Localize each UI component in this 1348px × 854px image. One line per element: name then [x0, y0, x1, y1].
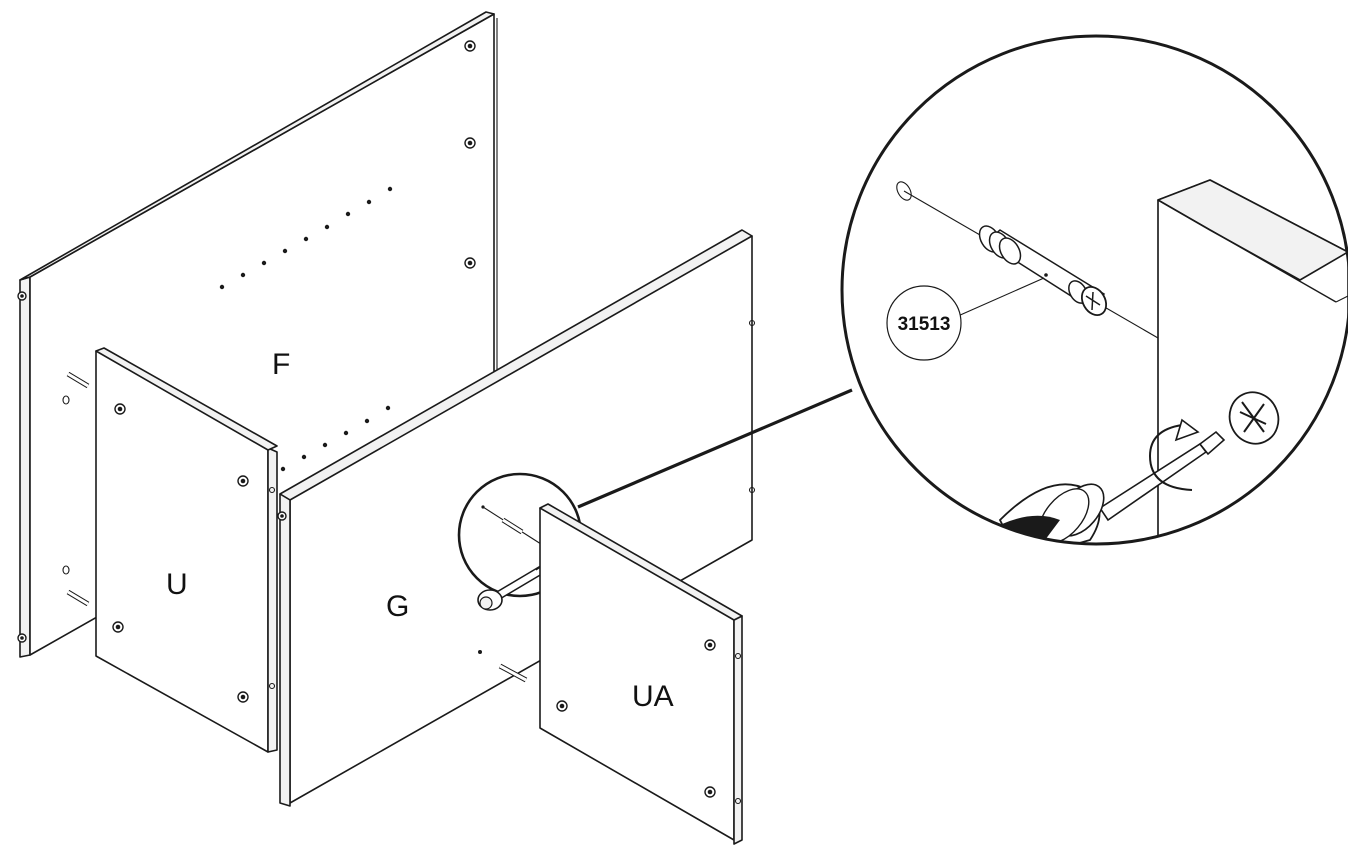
- part-number-callout: 31513: [886, 285, 962, 361]
- cam-lock-disc: [1228, 391, 1280, 445]
- cam-fittings-f: [17, 40, 476, 643]
- shelf-pin-holes-lower: [280, 405, 391, 472]
- shelf-pin-holes-upper: [219, 186, 393, 290]
- panel-u-label: U: [166, 568, 188, 601]
- panel-g-label: G: [386, 590, 409, 623]
- panel-u: U: [95, 347, 278, 753]
- cam-fittings-ua: [556, 639, 742, 805]
- edge-holes-g: [277, 319, 756, 521]
- panel-f-label: F: [272, 348, 290, 381]
- dowel-g: [478, 650, 528, 683]
- panel-ua: UA: [539, 503, 743, 845]
- callout-leader-line: [577, 388, 853, 509]
- cam-bolt: [978, 225, 1108, 317]
- dowels-f: [62, 371, 90, 607]
- cam-fittings-u: [112, 403, 276, 703]
- panel-ua-label: UA: [632, 680, 674, 713]
- part-number-label: 31513: [898, 314, 951, 335]
- detail-callout-large: 31513: [840, 34, 1348, 546]
